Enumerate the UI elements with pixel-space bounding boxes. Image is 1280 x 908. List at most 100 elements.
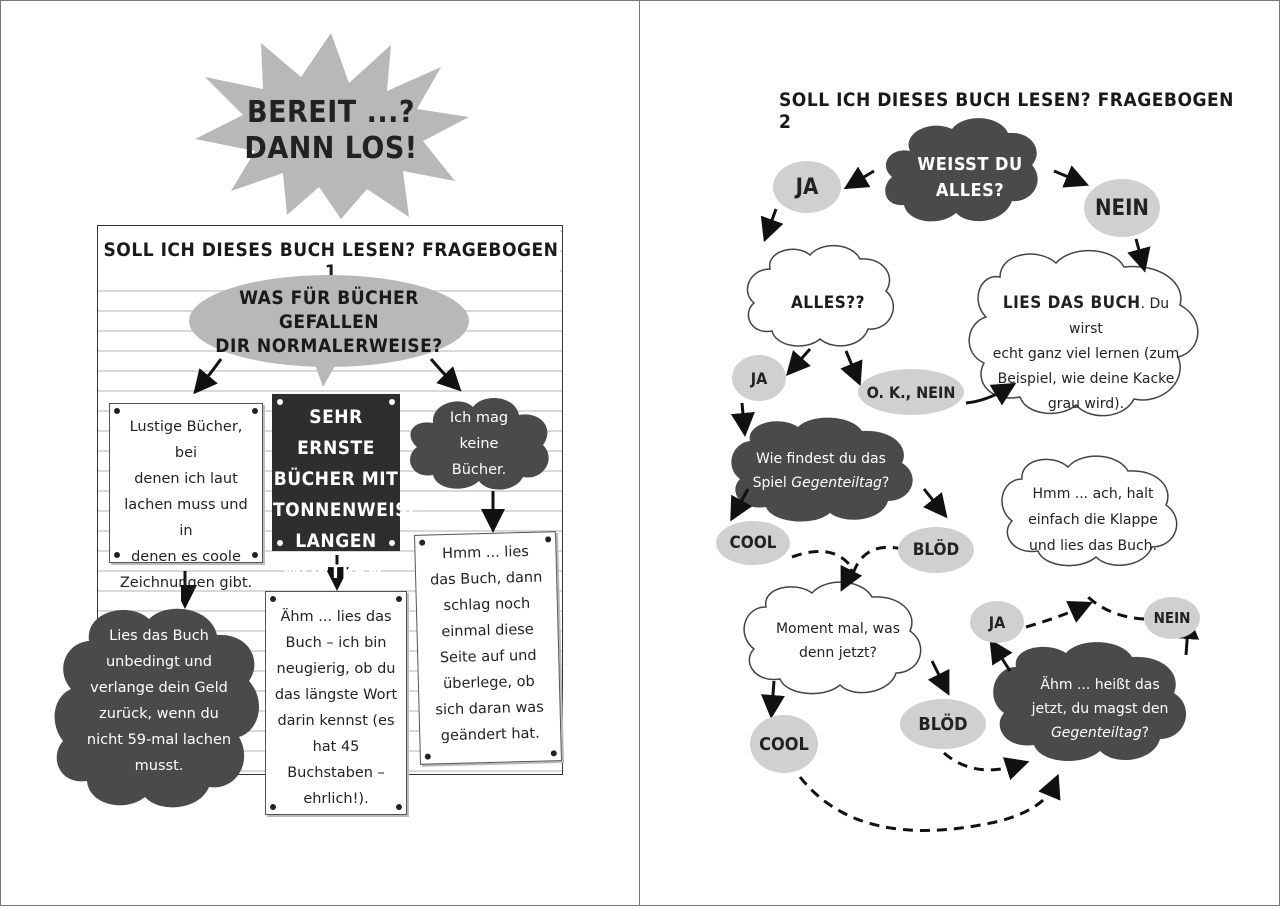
starburst-line2: DANN LOS! <box>244 131 418 166</box>
answer-nobooks-line: einmal diese <box>441 621 534 641</box>
cool-1-label: COOL <box>729 533 777 553</box>
arrow-ahm-ja <box>989 638 1013 672</box>
arrow-to-nobooks <box>429 358 462 392</box>
serious-line: WÖRTERN. <box>282 561 390 583</box>
starburst-shape <box>195 33 469 219</box>
arrow-nein-lies <box>1127 238 1151 273</box>
funny-line: denen ich laut <box>134 471 238 487</box>
arrow-q1-nein <box>1053 165 1090 188</box>
pin-dot <box>419 539 426 546</box>
ja-3-label: JA <box>988 612 1006 632</box>
ahm-line1: Ähm ... heißt das <box>1040 677 1160 693</box>
dashed-ja-hmm <box>1025 601 1093 629</box>
serious-line: LANGEN <box>295 530 377 552</box>
starburst-line1: BEREIT ...? <box>247 95 415 130</box>
moment-line: Moment mal, was <box>775 621 901 637</box>
answer-serious-line: neugierig, ob du <box>276 661 396 677</box>
nein-3-label: NEIN <box>1153 609 1191 627</box>
cool-oval-1: COOL <box>716 521 790 565</box>
question-2-gegenteiltag: Gegenteiltag <box>791 475 882 491</box>
ja-2-label: JA <box>750 368 768 388</box>
lies-caps: LIES DAS BUCH <box>1002 293 1141 313</box>
nein-oval-1: NEIN <box>1084 179 1160 237</box>
funny-line: Zeichnungen gibt. <box>119 575 253 591</box>
ahm-cloud <box>993 642 1187 762</box>
answer-nobooks-line: das Buch, dann <box>429 569 543 589</box>
question-2-line2: Spiel Gegenteiltag? <box>740 471 902 495</box>
arrow-ja-q2 <box>730 402 755 437</box>
answer-serious-line: Buchstaben – <box>287 765 385 781</box>
ja-oval-2: JA <box>732 355 786 401</box>
answer-serious-line: das längste Wort <box>274 687 398 703</box>
serious-line: TONNENWEISE <box>273 499 421 521</box>
answer-funny-line: unbedingt und <box>105 654 212 670</box>
alles-text: ALLES?? <box>790 293 866 313</box>
ok-nein-oval: O. K., NEIN <box>858 369 964 415</box>
pin-dot <box>114 408 120 414</box>
nein-1-label: NEIN <box>1094 195 1149 221</box>
pin-dot <box>424 753 431 760</box>
ok-nein-label: O. K., NEIN <box>866 382 956 402</box>
question-text: WAS FÜR BÜCHER GEFALLEN DIR NORMALERWEIS… <box>201 287 457 357</box>
pin-dot <box>396 596 402 602</box>
right-page: SOLL ICH DIESES BUCH LESEN? FRAGEBOGEN 2 <box>639 0 1280 906</box>
answer-nobooks-note: Hmm ... lies das Buch, dann schlag noch … <box>414 531 562 765</box>
funny-line: denen es coole <box>131 549 241 565</box>
ahm-qmark: ? <box>1141 725 1150 741</box>
arrow-to-funny <box>193 358 223 395</box>
option-nobooks-cloud <box>410 397 549 490</box>
question-1-cloud <box>885 118 1038 222</box>
left-page: BEREIT ...? DANN LOS! SOLL ICH DIESES BU… <box>0 0 640 906</box>
arrow-q2-cool <box>730 488 753 522</box>
answer-nobooks-line: schlag noch <box>443 595 531 615</box>
bloed-oval-1: BLÖD <box>898 527 974 573</box>
answer-funny-line: nicht 59-mal lachen <box>86 732 232 748</box>
answer-serious-line: darin kennst (es <box>277 713 395 729</box>
cool-2-label: COOL <box>759 733 809 755</box>
pin-dot <box>270 596 276 602</box>
option-nobooks-text: Ich mag keine Bücher. <box>431 405 527 483</box>
answer-nobooks-line: sich daran was <box>435 699 544 719</box>
questionnaire-1-title: SOLL ICH DIESES BUCH LESEN? FRAGEBOGEN 1 <box>103 239 559 283</box>
pin-dot <box>550 750 557 757</box>
dashed-nein-hmm <box>1086 595 1145 621</box>
answer-funny-line: musst. <box>134 758 184 774</box>
arrow-alles-ja <box>786 348 812 376</box>
hmm-line: einfach die Klappe <box>1028 512 1158 528</box>
nobooks-line: Ich mag <box>449 410 509 426</box>
serious-line: BÜCHER MIT <box>273 468 399 490</box>
pin-dot <box>389 540 395 546</box>
answer-serious-line: Buch – ich bin <box>285 635 387 651</box>
option-funny-note: Lustige Bücher, bei denen ich laut lache… <box>109 403 263 591</box>
questionnaire-2-title: SOLL ICH DIESES BUCH LESEN? FRAGEBOGEN 2 <box>779 89 1234 133</box>
answer-serious-line: Ähm ... lies das <box>280 609 392 625</box>
pin-dot <box>270 804 276 810</box>
question-2-qmark: ? <box>881 475 890 491</box>
ja-oval-1: JA <box>773 161 841 213</box>
ahm-line2: jetzt, du magst den <box>1031 701 1169 717</box>
question-line1: WAS FÜR BÜCHER GEFALLEN <box>239 287 419 333</box>
answer-serious-line: hat 45 <box>312 739 360 755</box>
hmm-line: Hmm ... ach, halt <box>1032 486 1154 502</box>
bloed-oval-2: BLÖD <box>900 699 986 749</box>
pin-dot <box>277 540 283 546</box>
hmm-cloud <box>1001 455 1178 567</box>
pin-dot <box>252 552 258 558</box>
answer-funny-line: Lies das Buch <box>109 628 209 644</box>
dashed-cool-bloed-merge <box>791 545 903 575</box>
question-2-spiel: Spiel <box>752 475 792 491</box>
pin-dot <box>114 552 120 558</box>
hmm-text: Hmm ... ach, halt einfach die Klappe und… <box>1018 481 1168 559</box>
moment-text: Moment mal, was denn jetzt? <box>764 617 912 665</box>
ahm-line3: Gegenteiltag? <box>1014 721 1186 745</box>
answer-nobooks-line: Hmm ... lies <box>441 543 530 563</box>
funny-line: Lustige Bücher, bei <box>129 419 243 461</box>
arrow-moment-bloed <box>927 660 950 696</box>
answer-funny-line: zurück, wenn du <box>99 706 219 722</box>
dashed-merge-arrow <box>840 564 863 592</box>
nobooks-line: Bücher. <box>451 462 507 478</box>
pin-dot <box>252 408 258 414</box>
arrow-q1-ja <box>843 166 875 190</box>
moment-cloud <box>743 581 922 695</box>
